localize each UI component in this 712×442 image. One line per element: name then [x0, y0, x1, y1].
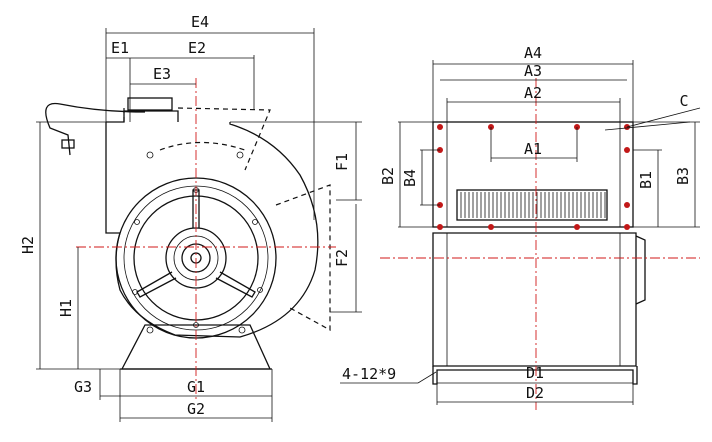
dim-label-A2: A2 — [524, 84, 542, 102]
motor-outline-dashed — [275, 184, 331, 332]
front-labels: E4 E1 E2 E3 F1 F2 H2 H1 G3 G1 G2 — [19, 13, 351, 418]
outlet-flange-dashed — [123, 107, 271, 171]
mounting-holes-label: 4-12*9 — [342, 365, 396, 383]
dim-label-G2: G2 — [187, 400, 205, 418]
motor-arc-dashed — [159, 141, 246, 151]
dim-label-F2: F2 — [333, 249, 351, 267]
motor-side-box — [635, 235, 646, 305]
side-flange — [432, 121, 634, 228]
spider-arm-left — [136, 271, 177, 298]
dim-label-C: C — [679, 92, 688, 110]
dim-label-E3: E3 — [153, 65, 171, 83]
dim-label-G3: G3 — [74, 378, 92, 396]
dim-label-E2: E2 — [188, 39, 206, 57]
dim-label-A4: A4 — [524, 44, 542, 62]
inlet-grille — [456, 189, 608, 221]
front-dimensions — [36, 28, 362, 422]
dim-label-G1: G1 — [187, 378, 205, 396]
side-dimensions — [340, 60, 701, 405]
dim-label-B4: B4 — [401, 169, 419, 187]
dim-label-E4: E4 — [191, 13, 209, 31]
scroll-housing-outline — [105, 122, 319, 338]
dim-label-B2: B2 — [379, 167, 397, 185]
dim-label-F1: F1 — [333, 153, 351, 171]
spider-arm-right — [215, 271, 256, 298]
dim-label-H1: H1 — [57, 299, 75, 317]
outlet-box — [106, 110, 179, 123]
dim-label-A3: A3 — [524, 62, 542, 80]
dim-label-A1: A1 — [524, 140, 542, 158]
dim-label-H2: H2 — [19, 236, 37, 254]
side-labels: A4 A3 A2 A1 C B2 B4 B1 B3 D1 D2 4-12*9 — [342, 44, 692, 402]
front-view — [45, 78, 336, 400]
side-flange-holes — [437, 124, 630, 230]
dim-label-B1: B1 — [637, 171, 655, 189]
cable — [45, 102, 146, 156]
front-bolt-holes — [132, 151, 263, 334]
side-view — [380, 78, 700, 410]
grille-slats — [460, 192, 606, 218]
dim-label-D2: D2 — [526, 384, 544, 402]
terminal-box — [127, 97, 173, 111]
side-base — [432, 366, 638, 385]
cable-plug — [61, 139, 75, 149]
side-housing — [432, 232, 637, 367]
dim-label-D1: D1 — [526, 364, 544, 382]
dim-label-E1: E1 — [111, 39, 129, 57]
dim-label-B3: B3 — [674, 167, 692, 185]
